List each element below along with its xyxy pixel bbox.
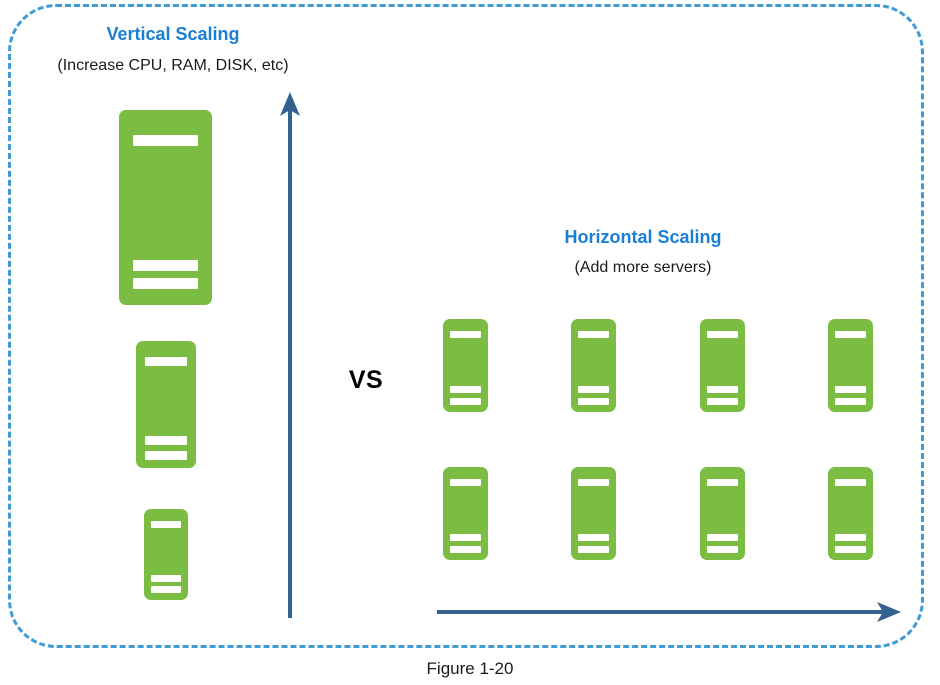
medium-server <box>136 341 196 468</box>
server-bar-middle <box>132 260 199 271</box>
server-bar-top <box>706 479 739 486</box>
vertical-scaling-title: Vertical Scaling <box>106 24 240 44</box>
grid-server-r1-c4 <box>828 319 873 412</box>
vs-label: VS <box>348 366 384 394</box>
grid-server-r1-c2 <box>571 319 616 412</box>
server-bar-middle <box>706 534 739 541</box>
figure-caption: Figure 1-20 <box>426 659 514 678</box>
server-bar-bottom <box>577 398 610 405</box>
grid-server-r2-c1 <box>443 467 488 560</box>
server-bar-middle <box>145 436 187 445</box>
vertical-scaling-subtitle: (Increase CPU, RAM, DISK, etc) <box>57 57 289 74</box>
server-bar-bottom <box>145 451 187 460</box>
server-bar-top <box>577 331 610 338</box>
server-bar-bottom <box>834 398 867 405</box>
server-bar-bottom <box>449 398 482 405</box>
server-bar-top <box>834 479 867 486</box>
server-bar-middle <box>834 386 867 393</box>
server-bar-bottom <box>449 546 482 553</box>
grid-server-r2-c2 <box>571 467 616 560</box>
server-bar-top <box>577 479 610 486</box>
server-bar-middle <box>834 534 867 541</box>
server-bar-middle <box>150 575 182 582</box>
server-bar-bottom <box>150 586 182 593</box>
server-bar-top <box>145 357 187 366</box>
server-bar-bottom <box>577 546 610 553</box>
grid-server-r2-c4 <box>828 467 873 560</box>
small-server <box>144 509 188 600</box>
up-arrow-icon <box>280 92 300 618</box>
server-bar-top <box>834 331 867 338</box>
server-bar-bottom <box>706 398 739 405</box>
server-bar-top <box>132 135 199 146</box>
large-server <box>119 110 212 305</box>
horizontal-scaling-title: Horizontal Scaling <box>564 227 722 247</box>
server-bar-middle <box>449 386 482 393</box>
right-arrow-icon <box>437 602 901 622</box>
server-bar-top <box>150 521 182 528</box>
grid-server-r1-c3 <box>700 319 745 412</box>
server-bar-bottom <box>706 546 739 553</box>
grid-server-r1-c1 <box>443 319 488 412</box>
server-bar-bottom <box>834 546 867 553</box>
server-bar-middle <box>706 386 739 393</box>
grid-server-r2-c3 <box>700 467 745 560</box>
server-bar-middle <box>449 534 482 541</box>
server-bar-bottom <box>132 278 199 289</box>
server-bar-middle <box>577 386 610 393</box>
server-bar-top <box>449 331 482 338</box>
horizontal-scaling-subtitle: (Add more servers) <box>574 259 712 276</box>
server-bar-top <box>706 331 739 338</box>
server-bar-top <box>449 479 482 486</box>
server-bar-middle <box>577 534 610 541</box>
